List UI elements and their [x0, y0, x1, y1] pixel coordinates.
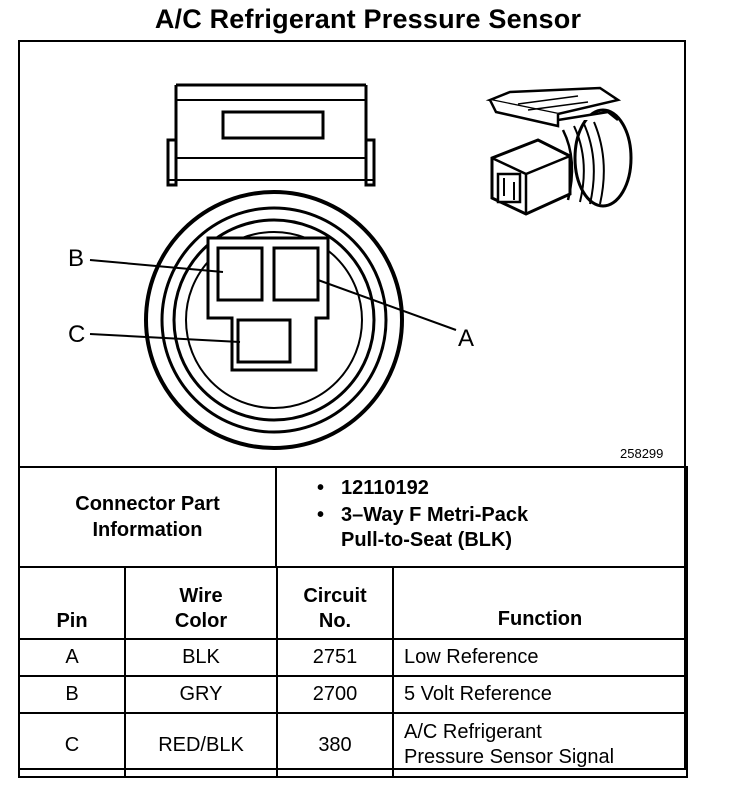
header-wire-color: Wire Color — [124, 566, 278, 640]
connector-info-label-line1: Connector Part — [75, 493, 220, 515]
cell-circuit: 2700 — [276, 675, 394, 714]
cell-function: 5 Volt Reference — [392, 675, 688, 714]
cell-function: Low Reference — [392, 638, 688, 677]
header-circuit: Circuit No. — [276, 566, 394, 640]
connector-info-label: Connector Part Information — [18, 466, 277, 568]
cell-circuit: 2751 — [276, 638, 394, 677]
cell-function: A/C Refrigerant Pressure Sensor Signal — [392, 712, 688, 778]
connector-diagram: B C A — [68, 83, 633, 450]
table-row: B GRY 2700 5 Volt Reference — [18, 675, 688, 714]
figure-number: 258299 — [620, 446, 664, 461]
pin-table-header: Pin Wire Color Circuit No. Function — [18, 566, 688, 640]
header-pin: Pin — [18, 566, 126, 640]
connector-info-values: 12110192 3–Way F Metri-Pack Pull-to-Seat… — [275, 466, 688, 568]
table-row: A BLK 2751 Low Reference — [18, 638, 688, 677]
connector-info-value: 3–Way F Metri-Pack Pull-to-Seat (BLK) — [317, 503, 686, 553]
terminal-b — [216, 246, 264, 302]
cell-wire: GRY — [124, 675, 278, 714]
callout-a: A — [458, 325, 474, 352]
cell-wire: RED/BLK — [124, 712, 278, 778]
table-row: C RED/BLK 380 A/C Refrigerant Pressure S… — [18, 712, 688, 778]
callout-b: B — [68, 245, 84, 272]
connector-face — [144, 83, 404, 450]
cell-pin: C — [18, 712, 126, 778]
cell-circuit: 380 — [276, 712, 394, 778]
terminal-a — [272, 246, 320, 302]
page-title: A/C Refrigerant Pressure Sensor — [154, 4, 582, 34]
cell-pin: B — [18, 675, 126, 714]
cell-pin: A — [18, 638, 126, 677]
connector-3d-view — [485, 86, 633, 216]
pin-table: Pin Wire Color Circuit No. Function A BL… — [18, 566, 688, 778]
callout-c: C — [68, 321, 85, 348]
header-function: Function — [392, 566, 688, 640]
connector-info-table: Connector Part Information 12110192 3–Wa… — [18, 466, 688, 568]
connector-info-value: 12110192 — [317, 476, 686, 501]
cell-wire: BLK — [124, 638, 278, 677]
callout-leaders — [89, 259, 457, 343]
connector-info-label-line2: Information — [92, 519, 203, 541]
